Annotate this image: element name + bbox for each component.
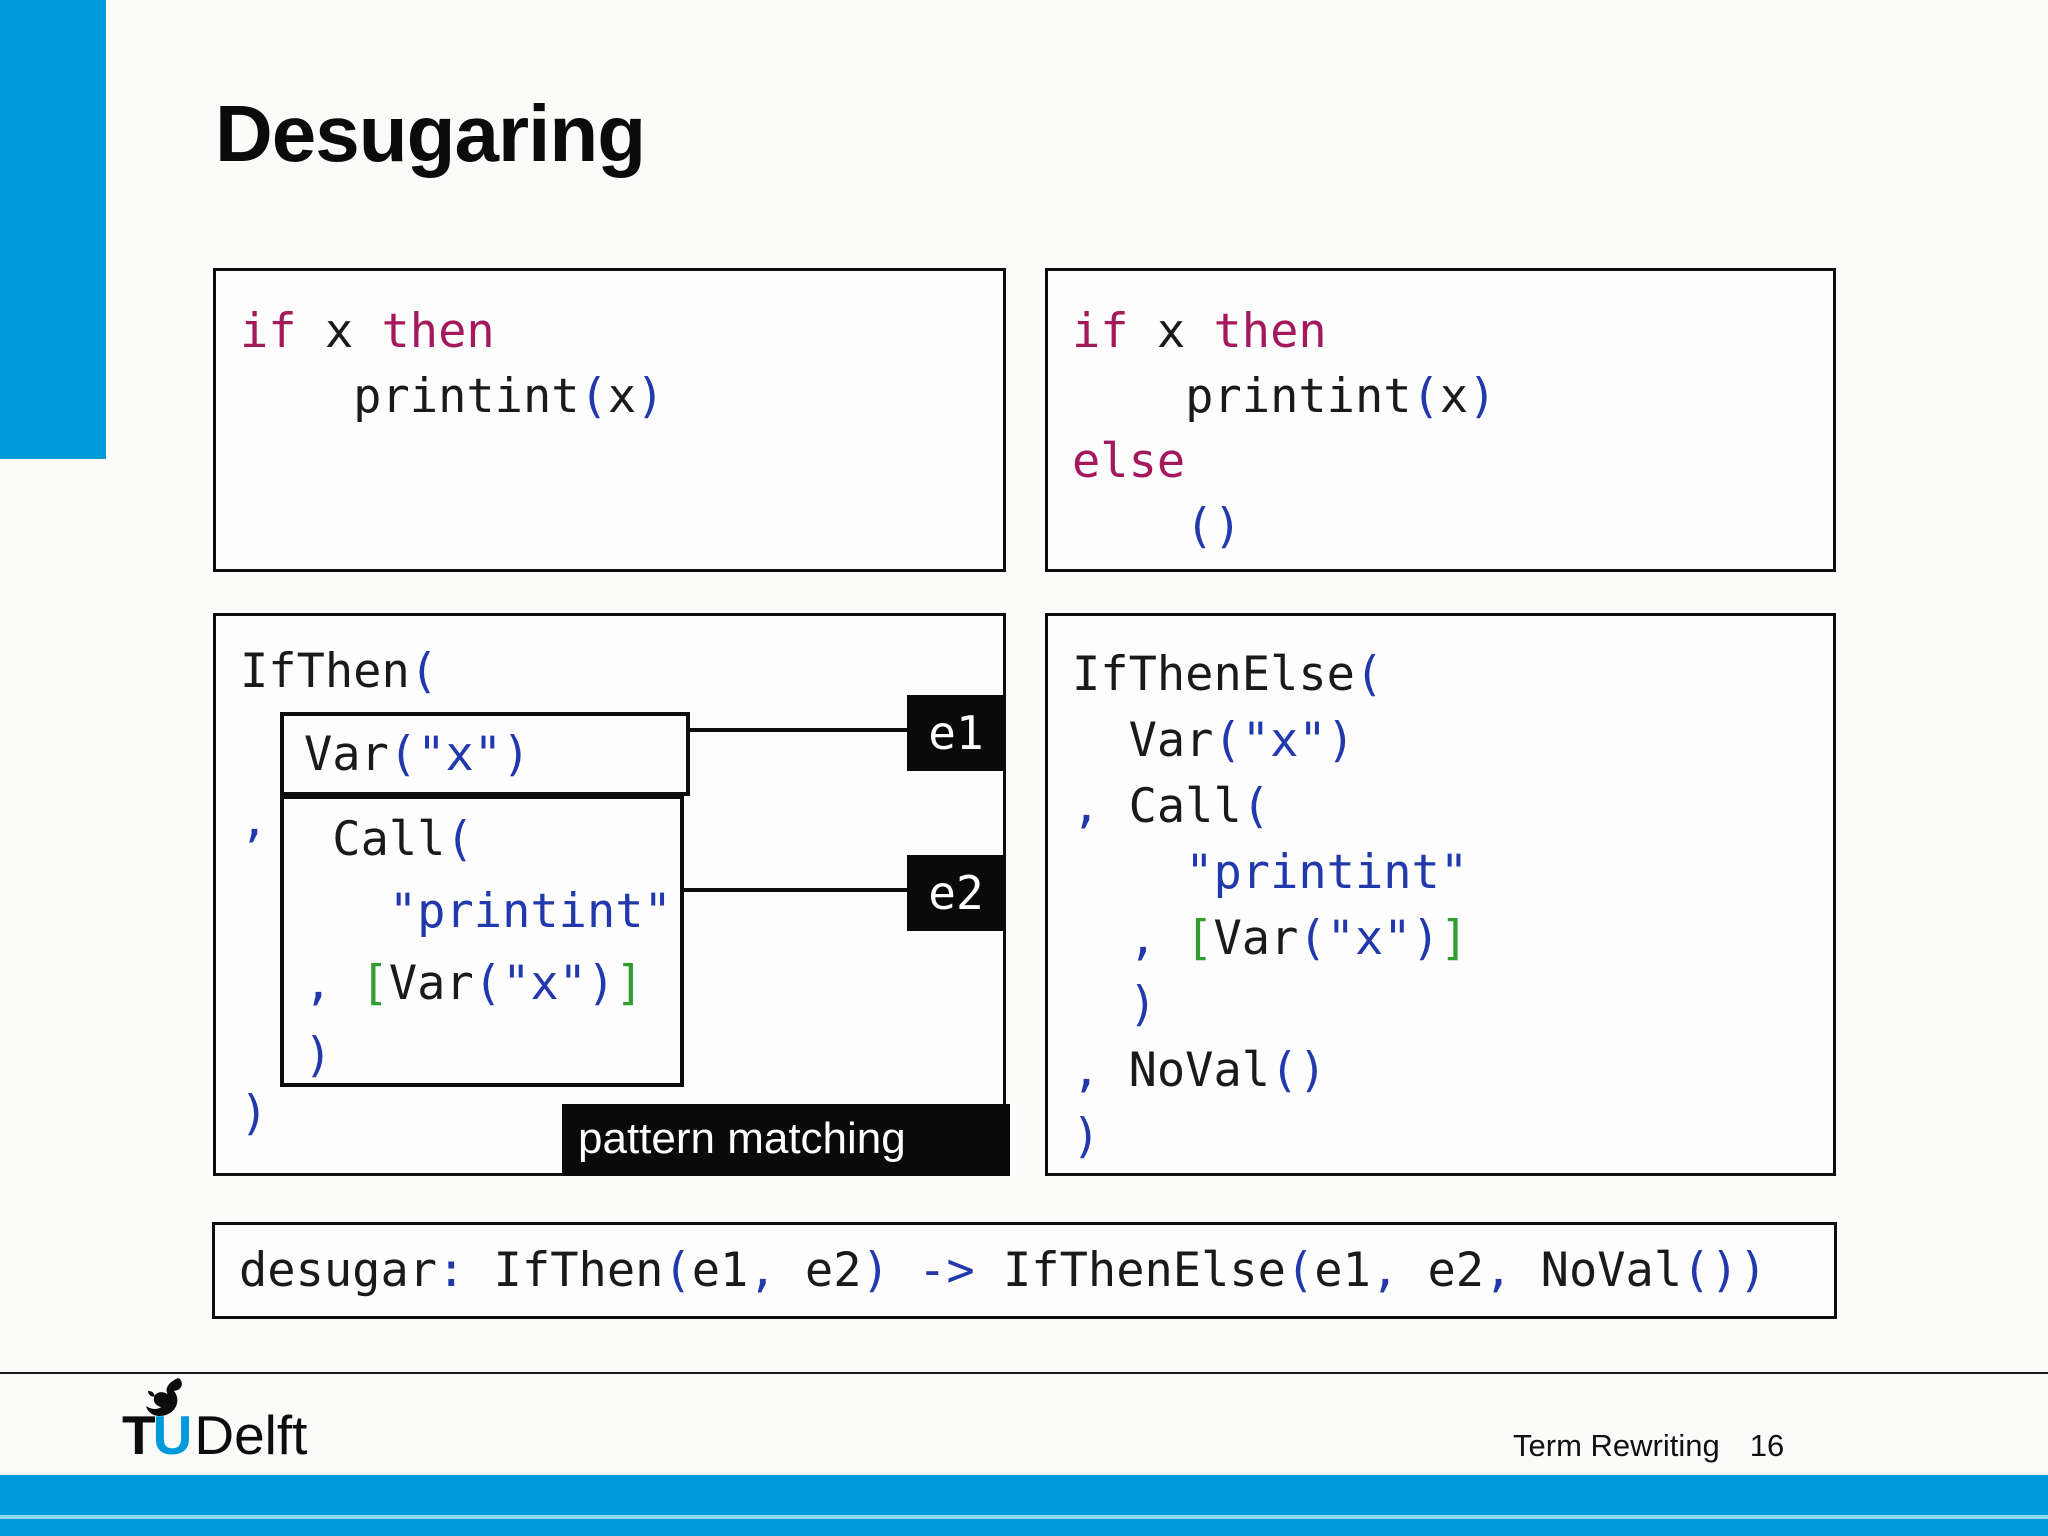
ast-ifthen-cond-subterm-box: Var("x") [280, 712, 690, 796]
accent-bar-left [0, 0, 106, 459]
code-line: ) [304, 1028, 333, 1083]
code-line: , Call( [1072, 779, 1271, 834]
code-line: if x then [1072, 304, 1327, 359]
logo-delft: Delft [194, 1404, 308, 1466]
footer-divider-line [0, 1372, 2048, 1374]
connector-line-e2 [680, 888, 910, 892]
footer-bar-bottom [0, 1519, 2048, 1536]
code-line: "printint" [388, 884, 672, 939]
code-line: , [Var("x")] [304, 956, 644, 1011]
desugar-rule-text: desugar: IfThen(e1, e2) -> IfThenElse(e1… [239, 1243, 1768, 1298]
footer-page-number: 16 [1749, 1428, 1785, 1463]
ast-ifthen-box: IfThen( Var("x") , Call( "printint" , [Va… [213, 613, 1010, 1176]
tu-delft-wordmark: TUDelft [122, 1408, 307, 1463]
page-title: Desugaring [215, 89, 646, 178]
ast-ifthenelse-code: IfThenElse( Var("x") , Call( "printint" ,… [1048, 616, 1833, 1170]
code-line: () [1185, 499, 1242, 554]
connector-line-e1 [686, 728, 910, 732]
ast-ifthen-comma: , [240, 793, 269, 848]
logo-letter-t: T [122, 1404, 156, 1466]
e2-label: e2 [907, 855, 1005, 931]
sugar-ifthen-box: if x then printint(x) [213, 268, 1006, 572]
code-line: , [Var("x")] [1128, 911, 1469, 966]
code-line: printint(x) [1072, 369, 1497, 424]
footer-bar-separator [0, 1515, 2048, 1519]
sugar-ifthen-code: if x then printint(x) [216, 271, 1003, 429]
code-line: printint(x) [240, 369, 665, 424]
footer-course-label: Term Rewriting [1513, 1428, 1720, 1463]
code-line: ) [1072, 1109, 1101, 1164]
flame-icon [146, 1378, 182, 1417]
footer-meta: Term Rewriting 16 [1513, 1428, 1784, 1464]
pattern-matching-label: pattern matching [562, 1104, 1010, 1176]
sugar-ifthenelse-box: if x then printint(x) else () [1045, 268, 1836, 572]
footer-bar-top [0, 1475, 2048, 1515]
ast-ifthenelse-box: IfThenElse( Var("x") , Call( "printint" ,… [1045, 613, 1836, 1176]
code-line: , NoVal() [1072, 1043, 1327, 1098]
code-line: "printint" [1185, 845, 1469, 900]
code-line: else [1072, 434, 1186, 489]
desugar-rule-box: desugar: IfThen(e1, e2) -> IfThenElse(e1… [212, 1222, 1837, 1319]
code-line: Var("x") [1072, 713, 1355, 768]
ast-ifthen-close-paren: ) [240, 1086, 269, 1141]
e1-label: e1 [907, 695, 1005, 771]
sugar-ifthenelse-code: if x then printint(x) else () [1048, 271, 1833, 559]
logo-letter-u: U [152, 1404, 193, 1466]
ast-ifthen-then-subterm-box: Call( "printint" , [Var("x")]) [280, 795, 684, 1087]
code-line: if x then [240, 304, 495, 359]
code-line: Call( [304, 812, 474, 867]
code-line: IfThenElse( [1072, 647, 1384, 702]
code-line: ) [1128, 977, 1157, 1032]
ast-ifthen-header: IfThen( [240, 644, 439, 699]
